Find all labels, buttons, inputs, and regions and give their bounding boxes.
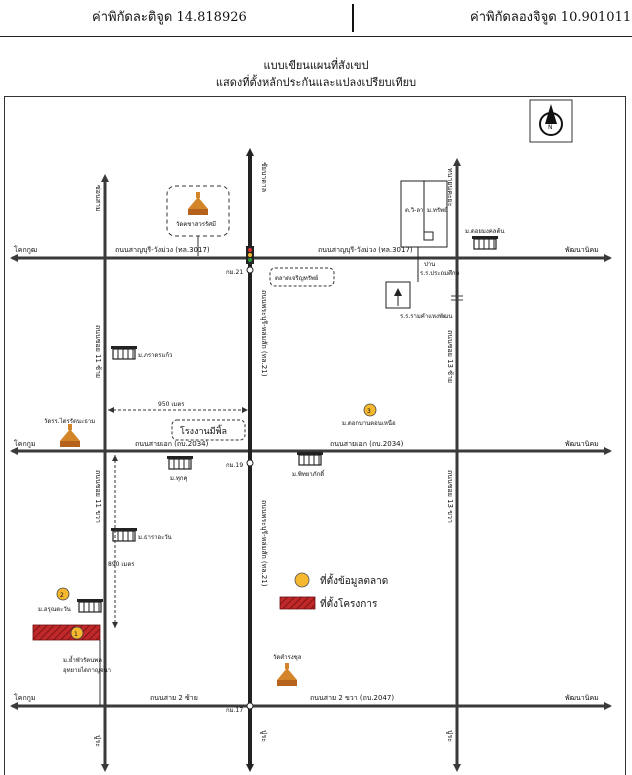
road-h3-right-dest: พัฒนานิคม — [565, 694, 599, 702]
project-marker-1 — [70, 626, 84, 640]
road-v-right-mid: ถนนซอย 13 ซ้าย — [446, 330, 454, 383]
road-h1-right-dest: พัฒนานิคม — [565, 246, 599, 254]
subject-note-a: ม.ย้ำพัวรัตนพล — [63, 654, 102, 664]
marker-1-number: 1 — [74, 631, 78, 638]
road-v-main-top: ชัยบาดาล — [260, 162, 268, 192]
village-mid2-label: ม.พิทยาภักดิ์ — [292, 469, 325, 478]
road-v-right-end: ปู่ระ — [446, 730, 454, 742]
coordinate-header: ค่าพิกัดละติจูด 14.818926 ค่าพิกัดลองจิจ… — [0, 0, 632, 37]
road-v-left-end: ปู่ระ — [94, 735, 102, 747]
km-marker-icon — [246, 702, 254, 710]
school-note: ร.ร.ประถมศึกษ — [420, 270, 460, 277]
road-v-right-top: ทนายนคะยะ — [446, 168, 454, 207]
project-plot — [32, 624, 101, 641]
temple-left-label: วัดรร.ไตรรัตนะธาม — [44, 417, 95, 425]
latitude-text: ค่าพิกัดละติจูด 14.818926 — [92, 10, 247, 25]
distance-950-label: 950 เมตร — [158, 401, 185, 408]
marker-2-number: 2 — [60, 592, 64, 599]
school-block-c: ปาน — [424, 261, 435, 268]
road-h2-left-dest: โคกกูม — [14, 439, 36, 448]
distance-890-label: 890 เมตร — [108, 561, 135, 568]
comparable-marker-2 — [56, 587, 70, 601]
road-v-left-low: ถนนซอย 11 ขวา — [94, 470, 102, 523]
road-h3-name-right: ถนนสาย 2 ขวา (ถบ.2047) — [310, 694, 394, 702]
legend-project-icon — [279, 596, 316, 610]
village-icon — [471, 235, 499, 250]
temple-top-label: วัดคชาสวรรัศมี — [176, 220, 216, 228]
map-subtitle: แสดงที่ตั้งหลักประกันและแปลงเปรียบเทียบ — [215, 76, 417, 89]
header-divider — [352, 4, 354, 32]
road-v-left-mid: ถนนซอย 11 ซ้าย — [94, 325, 102, 378]
village-mid1-label: ม.ทุกคุ — [170, 475, 187, 482]
legend-comparable-icon — [294, 572, 310, 588]
map-frame — [4, 96, 626, 775]
temple-icon — [188, 192, 208, 215]
legend-project-label: ที่ตั้งโครงการ — [320, 596, 378, 610]
marker-3-number: 3 — [367, 408, 371, 415]
subject-note-b: อุทยายไดกาญจนา — [63, 666, 111, 674]
village-icon — [296, 451, 324, 466]
road-h2-name-left: ถนนสายเอก (ถบ.2034) — [135, 440, 209, 448]
km-21-label: กม.21 — [226, 269, 243, 276]
km-19-label: กม.19 — [226, 462, 243, 469]
km-marker-icon — [246, 266, 254, 274]
road-h3 — [10, 702, 612, 710]
traffic-light-icon — [246, 246, 254, 264]
road-v-left — [101, 174, 109, 772]
temple-bottom-label: วัดตำรงชุล — [273, 654, 302, 661]
road-h1 — [10, 254, 612, 262]
longitude-text: ค่าพิกัดลองจิจูด 10.901011 — [470, 10, 632, 25]
km-17-label: กม.17 — [226, 707, 243, 714]
market-label: ตลาดเจริญทรัพย์ — [275, 274, 318, 282]
village-left1-label: ม.ภราดรแก้ว — [138, 352, 172, 359]
map-title: แบบเขียนแผนที่สังเขป — [263, 59, 369, 72]
village-left2-label: ม.ธาราอะวัน — [138, 534, 172, 541]
road-h3-name-left: ถนนสาย 2 ซ้าย — [150, 694, 198, 702]
factory-label: โรงงานมีพิ้ล — [180, 424, 227, 437]
village-icon — [166, 455, 194, 470]
legend-comparable-label: ที่ตั้งข้อมูลตลาด — [320, 573, 388, 587]
road-v-main-bottom: ถนนพระบุรี-หล่มสัก (ทล.21) — [260, 500, 268, 587]
school-block-a: ต.วิ-ลา — [405, 207, 423, 214]
school-complex — [385, 180, 448, 309]
road-v-main-end: ปู่ระ — [260, 730, 268, 742]
road-h1-name-right: ถนนสาญบุรี-วังม่วง (ทล.3017) — [318, 246, 413, 254]
village-right-mid-label: ม.ดอกบานตอนเหนือ — [342, 419, 396, 427]
road-h3-left-dest: โคกกูม — [14, 693, 36, 702]
compass-letter: N — [548, 124, 553, 131]
road-h1-left-dest: โคกกูฒ — [14, 245, 37, 254]
village-left3-label: ม.อรุณตะวัน — [38, 606, 71, 613]
road-h2-name-right: ถนนสายเอก (ถบ.2034) — [330, 440, 404, 448]
village-icon — [110, 527, 138, 542]
road-v-right — [451, 158, 463, 772]
village-top-right-label: ม.ดอยมงคลต้น — [465, 228, 504, 235]
village-icon — [76, 598, 104, 613]
comparable-marker-3 — [363, 403, 377, 417]
km-marker-icon — [246, 459, 254, 467]
school-block-b: ม.ทรัพย์ — [427, 206, 448, 214]
north-arrow-icon: N — [529, 99, 573, 143]
factory-box — [171, 419, 246, 441]
road-v-right-low: ถนนซอย 13 ขวา — [446, 470, 454, 523]
road-h1-name-left: ถนนสาญบุรี-วังม่วง (ทล.3017) — [115, 246, 210, 254]
road-v-main-mid: ถนนพระบุรี-หล่มสัก (ทล.21) — [260, 290, 268, 377]
road-h2-right-dest: พัฒนานิคม — [565, 440, 599, 448]
temple-icon — [60, 424, 80, 447]
road-h2 — [10, 447, 612, 455]
temple-icon — [277, 663, 297, 686]
road-v-left-top: ซ่อนสาม — [94, 185, 102, 212]
market-box — [269, 267, 335, 287]
village-icon — [110, 345, 138, 360]
school-name: ร.ร.รามคำแหงพัฒน — [400, 313, 452, 320]
